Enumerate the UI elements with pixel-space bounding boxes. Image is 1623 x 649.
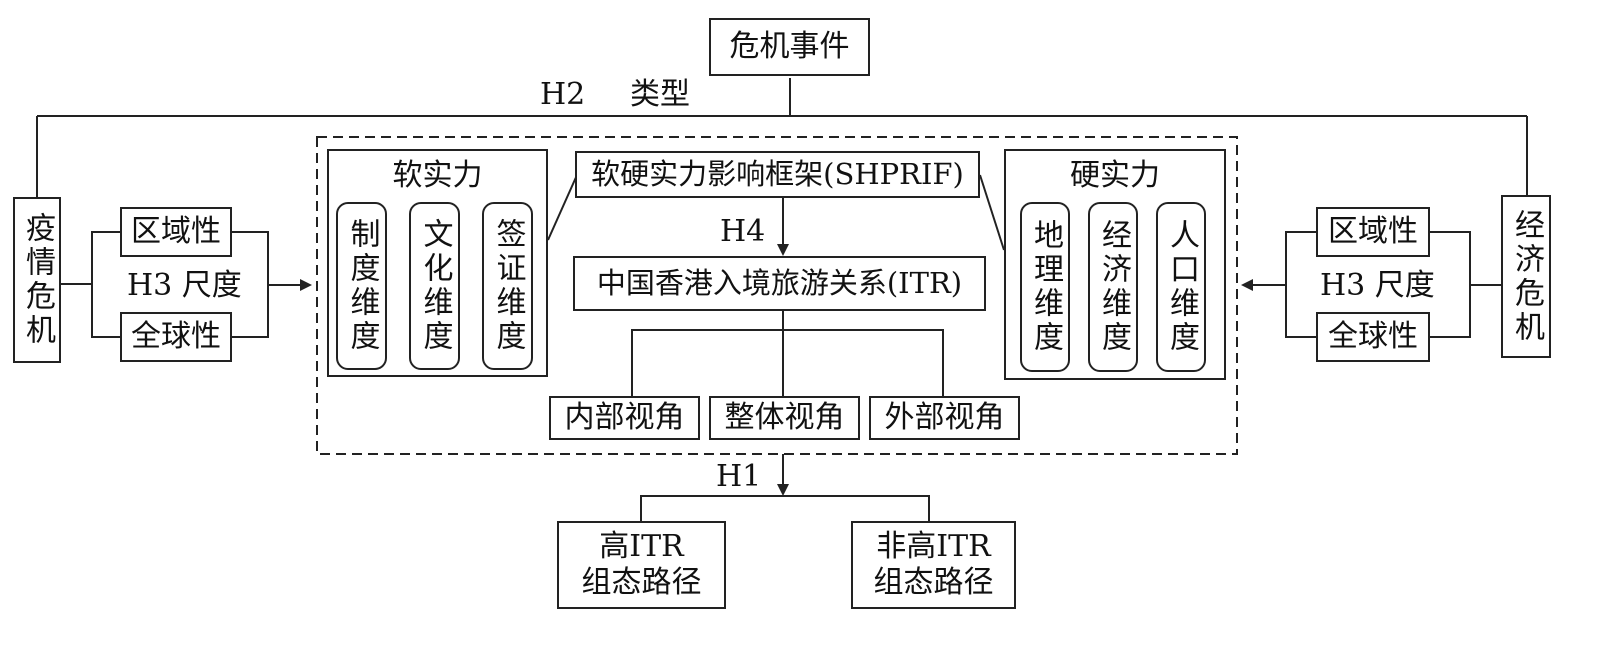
hard-dim-economy-text: 经济维度: [1096, 219, 1131, 355]
left-bracket-outer-2: [91, 284, 120, 338]
left-global-box: 全球性: [120, 312, 232, 362]
hard-dim-geography-text: 地理维度: [1028, 219, 1063, 355]
soft-dim-institution: 制度维度: [336, 202, 387, 370]
right-bracket-outer-2: [1430, 285, 1471, 338]
soft-dim-culture: 文化维度: [409, 202, 460, 370]
economic-crisis-text: 经济危机: [1509, 208, 1544, 345]
high-itr-box: 高ITR 组态路径: [557, 521, 726, 609]
soft-link-line: [547, 174, 578, 241]
type-label: 类型: [630, 77, 690, 112]
hard-dim-economy: 经济维度: [1088, 202, 1138, 372]
perspective-bracket: [631, 329, 944, 396]
h4-label: H4: [720, 214, 766, 249]
right-scale-label: H3 尺度: [1320, 268, 1435, 303]
non-high-itr-line2: 组态路径: [873, 565, 994, 600]
soft-dim-visa-text: 签证维度: [490, 218, 526, 354]
epidemic-crisis-box: 疫情危机: [13, 197, 61, 363]
soft-dim-culture-text: 文化维度: [417, 218, 453, 354]
right-global-box: 全球性: [1316, 312, 1430, 362]
itr-box: 中国香港入境旅游关系(ITR): [573, 256, 986, 311]
high-itr-line1: 高ITR: [599, 529, 684, 564]
non-high-itr-line1: 非高ITR: [876, 529, 991, 564]
right-bracket-inner: [1285, 231, 1316, 338]
left-regional-box: 区域性: [120, 207, 232, 257]
crisis-event-box: 危机事件: [709, 18, 870, 76]
hard-link-line: [979, 174, 1005, 251]
right-regional-box: 区域性: [1316, 207, 1430, 257]
hard-dim-geography: 地理维度: [1020, 202, 1070, 372]
hard-dim-population: 人口维度: [1156, 202, 1206, 372]
hard-dim-population-text: 人口维度: [1164, 219, 1199, 355]
h2-label: H2: [540, 77, 586, 112]
left-scale-label: H3 尺度: [127, 268, 242, 303]
external-perspective-box: 外部视角: [869, 396, 1020, 440]
h1-label: H1: [716, 459, 762, 494]
hard-power-title: 硬实力: [1070, 158, 1160, 193]
soft-dim-visa: 签证维度: [482, 202, 533, 370]
economic-crisis-box: 经济危机: [1501, 195, 1551, 358]
soft-dim-institution-text: 制度维度: [344, 218, 380, 354]
dashed-frame: [316, 136, 1238, 455]
outcome-bracket: [640, 495, 930, 521]
overall-perspective-box: 整体视角: [709, 396, 860, 440]
epidemic-crisis-text: 疫情危机: [20, 212, 55, 348]
non-high-itr-box: 非高ITR 组态路径: [851, 521, 1016, 609]
internal-perspective-box: 内部视角: [549, 396, 700, 440]
high-itr-line2: 组态路径: [581, 565, 702, 600]
left-bracket-outer: [61, 231, 120, 285]
framework-box: 软硬实力影响框架(SHPRIF): [575, 151, 980, 198]
right-bracket-outer: [1430, 231, 1501, 286]
soft-power-title: 软实力: [392, 158, 483, 193]
